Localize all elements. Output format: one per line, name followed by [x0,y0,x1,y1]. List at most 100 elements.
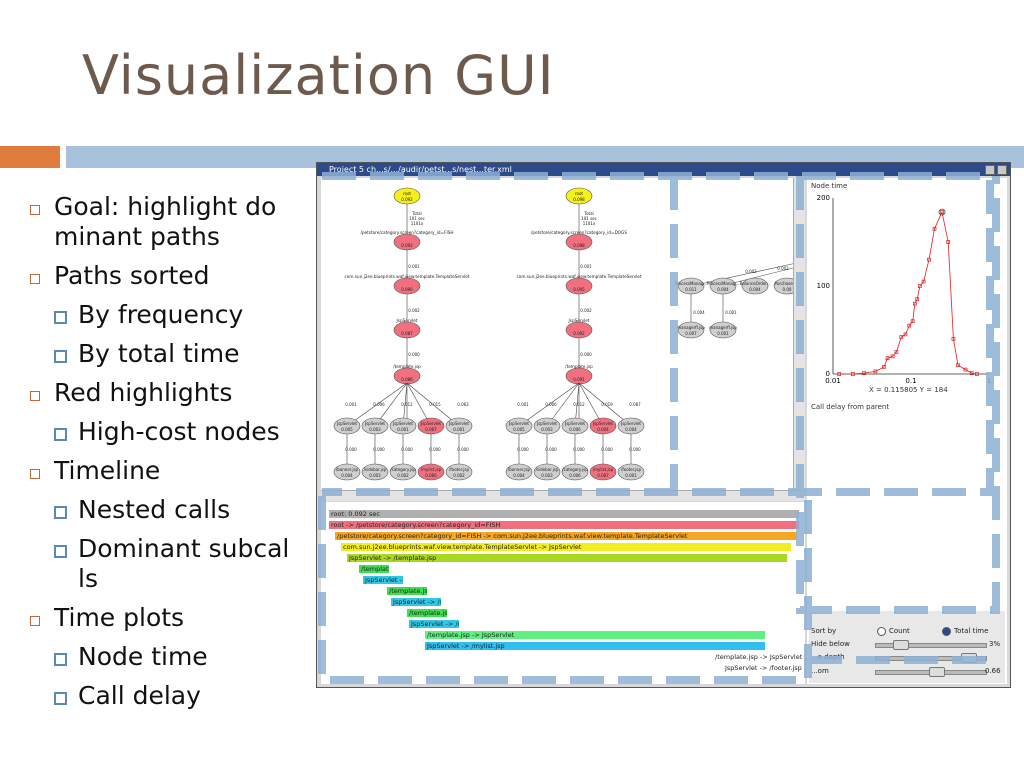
tree1-path-edge: 0.002 [408,308,420,313]
tree2-path-label: com.sun.j2ee.blueprints.waf.view.templat… [516,274,641,279]
tree2-leaf-node-value: 0.005 [513,427,525,432]
tree2-path-node-value: 0.098 [573,243,585,248]
tree2-leaf-node-label: JspServlet [620,421,641,426]
tree1-path-label: /petstore/category.screen?category_id=FI… [360,230,453,235]
plot-readout: X = 0.115805 Y = 184 [869,386,948,394]
hide-below-thumb[interactable] [893,640,909,650]
tree1-fan-edge-label: 0.063 [457,402,469,407]
minimize-button[interactable] [985,165,995,175]
tree1-leaf-edge-label: 0.000 [373,447,385,452]
tree2-leaf-node-value: 0.003 [541,427,553,432]
tree2-bottom-node-value: 0.001 [625,473,637,478]
tree1-bottom-node-label: /banner.jsp [336,467,359,472]
tree2-path-edge: 0.000 [580,352,592,357]
timeline-bar[interactable]: root -> /petstore/category.screen?catego… [329,521,799,529]
timeline-bar[interactable]: /petstore/category.screen?category_id=FI… [335,532,797,540]
visualization-window: Project 5 ch...s/.../audir/petst...s/nes… [316,162,1011,688]
depth-thumb[interactable] [961,653,977,663]
tree2-root-node-value: 0.098 [573,197,585,202]
sub-bullet-item: Node time [52,642,313,672]
graph-horizontal-scrollbar[interactable] [321,490,805,501]
timeline-bar[interactable]: JspServlet -> /category.jsp [409,620,459,628]
tree2-fan-edge-label: 0.006 [545,402,557,407]
tree3-node-value: 0.011 [685,287,697,292]
plot-x-tick: 0.1 [905,377,916,385]
tree2-bottom-node-value: 0.004 [513,473,525,478]
sort-total-time-label: Total time [954,627,989,635]
sub-bullet-item: Nested calls [52,495,313,525]
tree1-total-count: 1101x [411,221,424,226]
sub-bullet-item: Dominant subcal ls [52,534,313,594]
sort-total-time-radio[interactable] [942,627,951,636]
tree2-leaf-edge-label: 0.000 [601,447,613,452]
tree1-leaf-node-value: 0.001 [397,427,409,432]
timeline-bar[interactable]: JspServlet -> /template.jsp [347,554,787,562]
tree2-leaf-edge-label: 0.000 [517,447,529,452]
timeline-bar[interactable]: /template.jsp -> JspServlet [425,631,765,639]
zoom-value: 0.66 [985,667,1001,675]
tree1-path-label: /template.jsp [393,364,421,369]
tree2-leaf-node-label: JspServlet [536,421,557,426]
timeline-bar[interactable]: JspServlet -> /mylist.jsp [425,642,765,650]
tree3-leaf-node-value: 0.007 [685,331,697,336]
tree1-bottom-node-label: /mylist.jsp [421,467,442,472]
tree3-edge-label: 0.004 [693,310,705,315]
timeline-bar[interactable]: com.sun.j2ee.blueprints.waf.view.templat… [341,543,791,551]
tree2-bottom-node-label: /category.jsp [562,467,588,472]
hide-below-value: 3% [989,640,1001,648]
sort-count-label: Count [889,627,910,635]
tree2-leaf-node-value: 0.004 [625,427,637,432]
tree1-path-edge: 0.000 [408,352,420,357]
timeline-bar[interactable]: JspServlet -> /sidebar.jsp [391,598,441,606]
plot-x-tick: 1 [987,377,991,385]
tree2-fan-edge-label: 0.012 [573,402,585,407]
tree2-leaf-edge-label: 0.000 [573,447,585,452]
close-button[interactable] [997,165,1007,175]
tree1-leaf-node-label: JspServlet [392,421,413,426]
tree1-bottom-node-label: /footer.jsp [449,467,469,472]
tree1-leaf-node-label: JspServlet [448,421,469,426]
tree1-bottom-node-value: 0.004 [341,473,353,478]
tree3-node-label: PurchaseO... [775,281,793,286]
tree2-leaf-node-label: JspServlet [592,421,613,426]
timeline-bar[interactable]: /template.jsp -> JspServlet [387,587,427,595]
tree2-path-edge: 0.002 [580,308,592,313]
timeline-bar[interactable]: JspServlet -> /banner.jsp [363,576,403,584]
timeline-bar[interactable]: /template.jsp -> JspServlet [359,565,389,573]
tree1-leaf-node-value: 0.001 [453,427,465,432]
tree3-node-label: ProcessManag... [707,281,739,286]
tree1-leaf-node-label: JspServlet [336,421,357,426]
tree1-root-node-label: root [403,191,411,196]
tree2-bottom-node-value: 0.087 [597,473,609,478]
tree2-leaf-node-label: JspServlet [508,421,529,426]
hide-below-slider[interactable] [875,643,987,648]
timeline-bar[interactable]: /template.jsp -> JspServlet [407,609,447,617]
tree1-leaf-node-value: 0.067 [425,427,437,432]
sort-count-radio[interactable] [877,627,886,636]
tree2-bottom-node-label: /footer.jsp [621,467,641,472]
tree2-leaf-edge-label: 0.000 [545,447,557,452]
tree2-leaf-node-label: JspServlet [564,421,585,426]
window-titlebar: Project 5 ch...s/.../audir/petst...s/nes… [317,163,1010,176]
zoom-thumb[interactable] [929,667,945,677]
tree1-fan-edge-label: 0.006 [373,402,385,407]
tree3-leaf-node-value: 0.001 [717,331,729,336]
tree3-node-label: ProcessManag... [675,281,707,286]
tree2-leaf-node-value: 0.006 [569,427,581,432]
tree1-path-edge: 0.001 [408,264,420,269]
timeline-bar[interactable]: root: 0.092 sec [329,510,799,518]
tree1-leaf-edge-label: 0.000 [457,447,469,452]
plot-series-line [839,210,977,375]
bullet-item: Red highlights [28,378,313,408]
tree1-bottom-node-label: /sidebar.jsp [364,467,387,472]
timeline-bar[interactable]: JspServlet -> /footer.jsp [725,664,802,672]
tree2-path-label: JspServlet [568,318,590,323]
tree3-node-value: 0.004 [749,287,761,292]
timeline-bar[interactable]: /template.jsp -> JspServlet [715,653,803,661]
tree1-path-label: JspServlet [396,318,418,323]
tree2-path-label: /petstore/category.screen?category_id=DO… [531,230,627,235]
graph-vertical-scrollbar[interactable] [793,178,805,490]
tree2-bottom-node-label: /mylist.jsp [593,467,614,472]
tree3-node-value: 0.00 [783,287,792,292]
tree2-bottom-node-value: 0.006 [569,473,581,478]
